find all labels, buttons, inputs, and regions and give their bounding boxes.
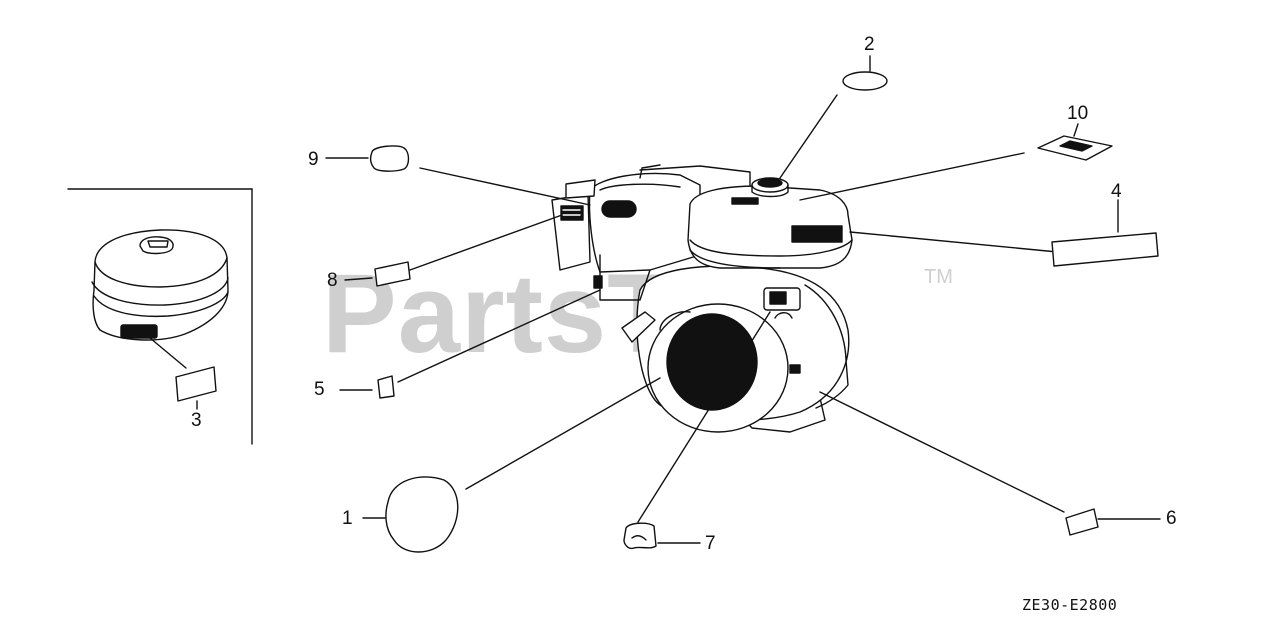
leader-3 (150, 338, 186, 368)
drawing-code: ZE30-E2800 (1022, 596, 1118, 614)
leader-8a (345, 278, 372, 280)
label-part-8 (375, 262, 410, 286)
leader-8 (410, 215, 562, 270)
leader-1 (466, 378, 660, 489)
label-part-4 (1052, 233, 1158, 266)
label-part-2 (843, 72, 887, 90)
leader-4 (850, 232, 1068, 253)
leader-10a (1074, 124, 1078, 136)
callout-7: 7 (705, 533, 716, 554)
label-part-7-notch (632, 536, 646, 540)
label-part-3 (176, 367, 216, 401)
label-part-10-mark (1060, 141, 1092, 151)
leader-2 (780, 95, 837, 178)
callout-4: 4 (1111, 181, 1122, 202)
callout-3: 3 (191, 410, 202, 431)
air-cleaner-cover (92, 230, 228, 340)
label-part-5 (378, 376, 394, 398)
callout-2: 2 (864, 34, 875, 55)
label-part-6 (1066, 509, 1098, 535)
leader-10 (800, 153, 1024, 200)
leader-9 (420, 168, 590, 205)
callout-9: 9 (308, 149, 319, 170)
leader-7 (638, 312, 770, 522)
label-part-1 (386, 477, 458, 552)
label-part-9 (371, 146, 409, 171)
callout-6: 6 (1166, 508, 1177, 529)
callout-8: 8 (327, 270, 338, 291)
callout-5: 5 (314, 379, 325, 400)
leader-5 (398, 290, 600, 382)
leader-6 (820, 392, 1064, 512)
callout-10: 10 (1067, 103, 1089, 124)
inset-frame (68, 189, 252, 444)
watermark-trademark: TM (924, 266, 953, 288)
engine-body (552, 165, 852, 432)
callout-1: 1 (342, 508, 353, 529)
